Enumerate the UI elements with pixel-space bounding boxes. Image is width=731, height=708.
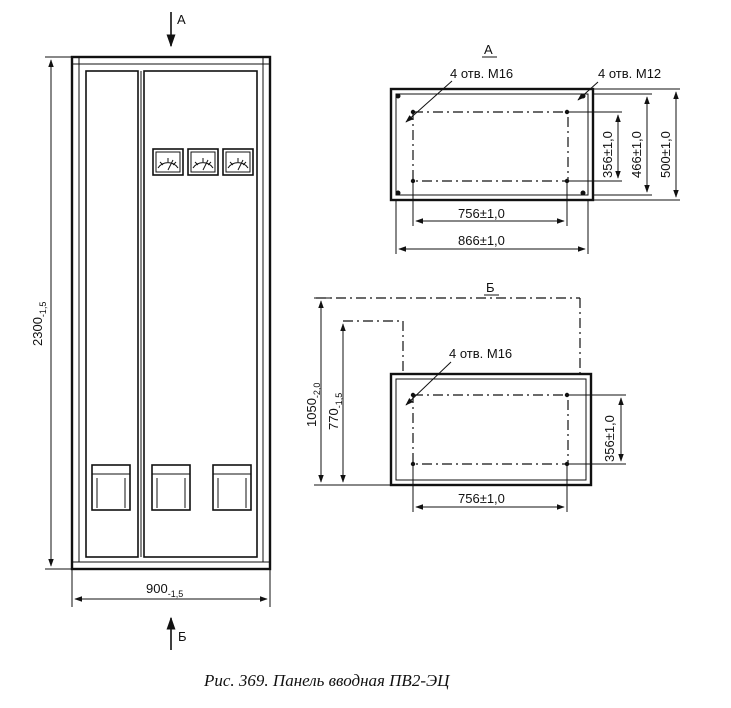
bottom-holes-m16 xyxy=(410,392,570,467)
dim-h-outer-tol: -2,0 xyxy=(312,383,322,399)
dim-v-bottom: 356±1,0 xyxy=(602,415,617,462)
figure-caption: Рис. 369. Панель вводная ПВ2-ЭЦ xyxy=(203,671,451,690)
width-dim-value: 900 xyxy=(146,581,168,596)
vent-grilles xyxy=(91,464,252,511)
view-arrow-b: Б xyxy=(166,616,187,650)
svg-text:770-1,5: 770-1,5 xyxy=(326,393,344,430)
vent-1 xyxy=(91,464,131,511)
holes-m12-label: 4 отв. М12 xyxy=(598,66,661,81)
dim-h-inner-tol: -1,5 xyxy=(334,393,344,409)
vent-3 xyxy=(212,464,252,511)
left-door xyxy=(85,70,139,558)
meter-3 xyxy=(222,148,254,176)
holes-m16-label: 4 отв. М16 xyxy=(450,66,513,81)
svg-text:900-1,5: 900-1,5 xyxy=(146,581,183,599)
view-b-bottom: Б 4 отв. М16 1050-2,0 770-1,5 xyxy=(304,280,626,512)
dim-outer-w: 866±1,0 xyxy=(458,233,505,248)
view-arrow-a: А xyxy=(166,12,186,48)
dim-v1: 356±1,0 xyxy=(600,131,615,178)
width-dimension: 900-1,5 xyxy=(71,569,271,607)
inner-holes-m16 xyxy=(410,109,570,184)
dim-v2: 466±1,0 xyxy=(629,131,644,178)
view-a-label: А xyxy=(177,12,186,27)
vent-2 xyxy=(151,464,191,511)
dim-v3: 500±1,0 xyxy=(658,131,673,178)
height-dimension: 2300-1,5 xyxy=(30,56,72,570)
meter-1 xyxy=(152,148,184,176)
height-dim-tol: -1,5 xyxy=(38,302,48,318)
view-a-top: А 4 отв. М16 4 отв. М12 756±1,0 8 xyxy=(389,42,680,254)
dim-w-bottom: 756±1,0 xyxy=(458,491,505,506)
meter-2 xyxy=(187,148,219,176)
holes-m16-bottom-label: 4 отв. М16 xyxy=(449,346,512,361)
svg-text:1050-2,0: 1050-2,0 xyxy=(304,383,322,427)
right-door xyxy=(143,70,258,558)
svg-text:2300-1,5: 2300-1,5 xyxy=(30,302,48,346)
corner-holes-m12 xyxy=(395,93,586,196)
dim-h-inner: 770 xyxy=(326,408,341,430)
width-dim-tol: -1,5 xyxy=(168,589,184,599)
front-view: А Б xyxy=(30,12,272,650)
dim-inner-w: 756±1,0 xyxy=(458,206,505,221)
height-dim-value: 2300 xyxy=(30,317,45,346)
view-b-label: Б xyxy=(178,629,187,644)
view-b-title: Б xyxy=(486,280,495,295)
dim-h-outer: 1050 xyxy=(304,398,319,427)
view-a-title: А xyxy=(484,42,493,57)
meter-gauges xyxy=(152,148,254,176)
cabinet-body xyxy=(70,55,272,571)
